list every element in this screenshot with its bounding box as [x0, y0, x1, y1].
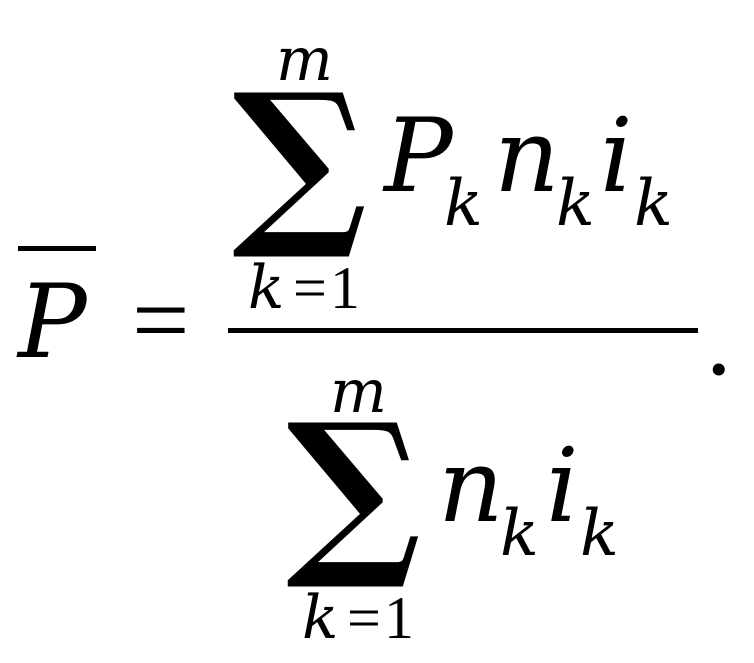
denominator-term-n: n [438, 427, 504, 546]
numerator-term-P: P [384, 97, 453, 216]
denominator-sum-lower-value: 1 [384, 585, 414, 651]
numerator-sum-lower-value: 1 [330, 255, 360, 321]
numerator-term-n: n [494, 97, 560, 216]
lhs-symbol: P [18, 263, 87, 382]
equals-sign: = [132, 264, 190, 377]
trailing-period: . [706, 284, 732, 397]
numerator-sum-icon: ∑ [232, 54, 368, 265]
denominator-term-i: i [546, 427, 579, 546]
denominator-term-n-subscript: k [500, 497, 539, 571]
numerator-term-i-subscript: k [634, 167, 673, 241]
numerator-term-P-subscript: k [444, 167, 483, 241]
denominator-sum-icon: ∑ [286, 384, 422, 595]
denominator-term-i-subscript: k [580, 497, 619, 571]
lhs-overbar [18, 246, 96, 251]
denominator-sum-upper: m [330, 357, 387, 427]
denominator-sum-lower-index: k [302, 583, 339, 653]
numerator-term-i: i [600, 97, 633, 216]
fraction-bar [228, 328, 698, 333]
numerator-sum-upper: m [276, 25, 333, 95]
numerator-sum-lower-equals: = [293, 255, 327, 321]
numerator-sum-lower-index: k [248, 253, 285, 323]
denominator-sum-lower-equals: = [347, 585, 381, 651]
numerator-term-n-subscript: k [556, 167, 595, 241]
